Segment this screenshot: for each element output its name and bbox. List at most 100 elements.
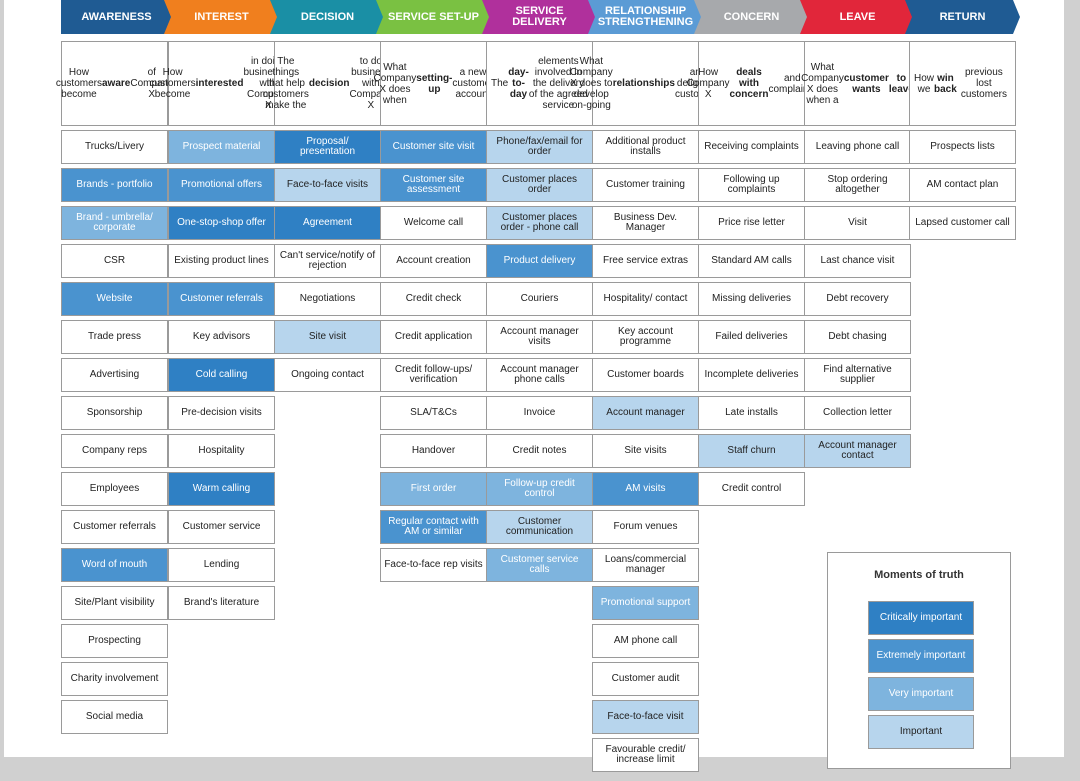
touchpoint-cell: Proposal/ presentation <box>274 130 381 164</box>
touchpoint-cell: Hospitality/ contact <box>592 282 699 316</box>
legend-item-extremely-important: Extremely important <box>868 639 974 673</box>
touchpoint-cell: Follow-up credit control <box>486 472 593 506</box>
touchpoint-cell: Lending <box>168 548 275 582</box>
touchpoint-cell: Welcome call <box>380 206 487 240</box>
stage-leave: LEAVE <box>800 0 915 34</box>
touchpoint-cell: Price rise letter <box>698 206 805 240</box>
stage-description: The day-to-day elements involved in the … <box>486 41 593 126</box>
touchpoint-cell: Loans/commercial manager <box>592 548 699 582</box>
touchpoint-cell: Missing deliveries <box>698 282 805 316</box>
stage-description: What Company X does when setting-up a ne… <box>373 41 494 126</box>
touchpoint-cell: Brand's literature <box>168 586 275 620</box>
touchpoint-cell: Sponsorship <box>61 396 168 430</box>
touchpoint-cell: Leaving phone call <box>804 130 911 164</box>
touchpoint-cell: Trucks/Livery <box>61 130 168 164</box>
touchpoint-cell: Late installs <box>698 396 805 430</box>
touchpoint-cell: Promotional offers <box>168 168 275 202</box>
touchpoint-cell: Customer referrals <box>168 282 275 316</box>
touchpoint-cell: Pre-decision visits <box>168 396 275 430</box>
touchpoint-cell: Customer training <box>592 168 699 202</box>
touchpoint-cell: Advertising <box>61 358 168 392</box>
touchpoint-cell: Social media <box>61 700 168 734</box>
touchpoint-cell: Standard AM calls <box>698 244 805 278</box>
stage-service-delivery: SERVICE DELIVERY <box>482 0 597 34</box>
stage-interest: INTEREST <box>164 0 279 34</box>
touchpoint-cell: Ongoing contact <box>274 358 381 392</box>
stage-awareness: AWARENESS <box>61 0 172 34</box>
touchpoint-cell: Free service extras <box>592 244 699 278</box>
legend-item-critically-important: Critically important <box>868 601 974 635</box>
touchpoint-cell: Account manager phone calls <box>486 358 593 392</box>
touchpoint-cell: Customer audit <box>592 662 699 696</box>
touchpoint-cell: Site visit <box>274 320 381 354</box>
touchpoint-cell: Employees <box>61 472 168 506</box>
touchpoint-cell: Incomplete deliveries <box>698 358 805 392</box>
touchpoint-cell: Site/Plant visibility <box>61 586 168 620</box>
touchpoint-cell: Last chance visit <box>804 244 911 278</box>
touchpoint-cell: Visit <box>804 206 911 240</box>
touchpoint-cell: Brands - portfolio <box>61 168 168 202</box>
touchpoint-cell: Agreement <box>274 206 381 240</box>
touchpoint-cell: Existing product lines <box>168 244 275 278</box>
touchpoint-cell: Business Dev. Manager <box>592 206 699 240</box>
touchpoint-cell: Product delivery <box>486 244 593 278</box>
touchpoint-cell: Face-to-face visit <box>592 700 699 734</box>
touchpoint-cell: Customer site visit <box>380 130 487 164</box>
stage-service-set-up: SERVICE SET-UP <box>376 0 491 34</box>
touchpoint-cell: SLA/T&Cs <box>380 396 487 430</box>
stage-description: What Company X does to develop on-going … <box>570 41 721 126</box>
touchpoint-cell: Customer communication <box>486 510 593 544</box>
touchpoint-cell: Customer service <box>168 510 275 544</box>
touchpoint-cell: Promotional support <box>592 586 699 620</box>
legend-title: Moments of truth <box>874 569 964 581</box>
touchpoint-cell: Credit notes <box>486 434 593 468</box>
touchpoint-cell: Key account programme <box>592 320 699 354</box>
touchpoint-cell: Forum venues <box>592 510 699 544</box>
touchpoint-cell: Stop ordering altogether <box>804 168 911 202</box>
stage-description: How customers become aware of Company X <box>56 41 173 126</box>
stage-description: What Company X does when a customer want… <box>801 41 914 126</box>
touchpoint-cell: Key advisors <box>168 320 275 354</box>
touchpoint-cell: Couriers <box>486 282 593 316</box>
touchpoint-cell: Phone/fax/email for order <box>486 130 593 164</box>
touchpoint-cell: Trade press <box>61 320 168 354</box>
stage-description: How we win back previous lost customers <box>909 41 1016 126</box>
touchpoint-cell: Debt recovery <box>804 282 911 316</box>
touchpoint-cell: Account manager contact <box>804 434 911 468</box>
touchpoint-cell: Staff churn <box>698 434 805 468</box>
touchpoint-cell: Lapsed customer call <box>909 206 1016 240</box>
touchpoint-cell: Credit follow-ups/ verification <box>380 358 487 392</box>
stage-description: How customers become interested in doing… <box>150 41 293 126</box>
touchpoint-cell: Prospecting <box>61 624 168 658</box>
stage-relationship-strengthening: RELATIONSHIP STRENGTHENING <box>588 0 703 34</box>
touchpoint-cell: Collection letter <box>804 396 911 430</box>
touchpoint-cell: First order <box>380 472 487 506</box>
touchpoint-cell: Account manager visits <box>486 320 593 354</box>
touchpoint-cell: AM phone call <box>592 624 699 658</box>
touchpoint-cell: One-stop-shop offer <box>168 206 275 240</box>
touchpoint-cell: Word of mouth <box>61 548 168 582</box>
touchpoint-cell: Credit check <box>380 282 487 316</box>
touchpoint-cell: Credit control <box>698 472 805 506</box>
touchpoint-cell: Customer site assessment <box>380 168 487 202</box>
touchpoint-cell: Website <box>61 282 168 316</box>
touchpoint-cell: Site visits <box>592 434 699 468</box>
touchpoint-cell: Negotiations <box>274 282 381 316</box>
touchpoint-cell: Account manager <box>592 396 699 430</box>
legend-item-important: Important <box>868 715 974 749</box>
touchpoint-cell: Following up complaints <box>698 168 805 202</box>
touchpoint-cell: Company reps <box>61 434 168 468</box>
touchpoint-cell: Cold calling <box>168 358 275 392</box>
touchpoint-cell: AM visits <box>592 472 699 506</box>
touchpoint-cell: Handover <box>380 434 487 468</box>
touchpoint-cell: Warm calling <box>168 472 275 506</box>
touchpoint-cell: Brand - umbrella/ corporate <box>61 206 168 240</box>
touchpoint-cell: CSR <box>61 244 168 278</box>
touchpoint-cell: Hospitality <box>168 434 275 468</box>
touchpoint-cell: Can't service/notify of rejection <box>274 244 381 278</box>
legend-item-very-important: Very important <box>868 677 974 711</box>
touchpoint-cell: Prospects lists <box>909 130 1016 164</box>
stage-decision: DECISION <box>270 0 385 34</box>
stage-description: The things that help customers make the … <box>263 41 392 126</box>
